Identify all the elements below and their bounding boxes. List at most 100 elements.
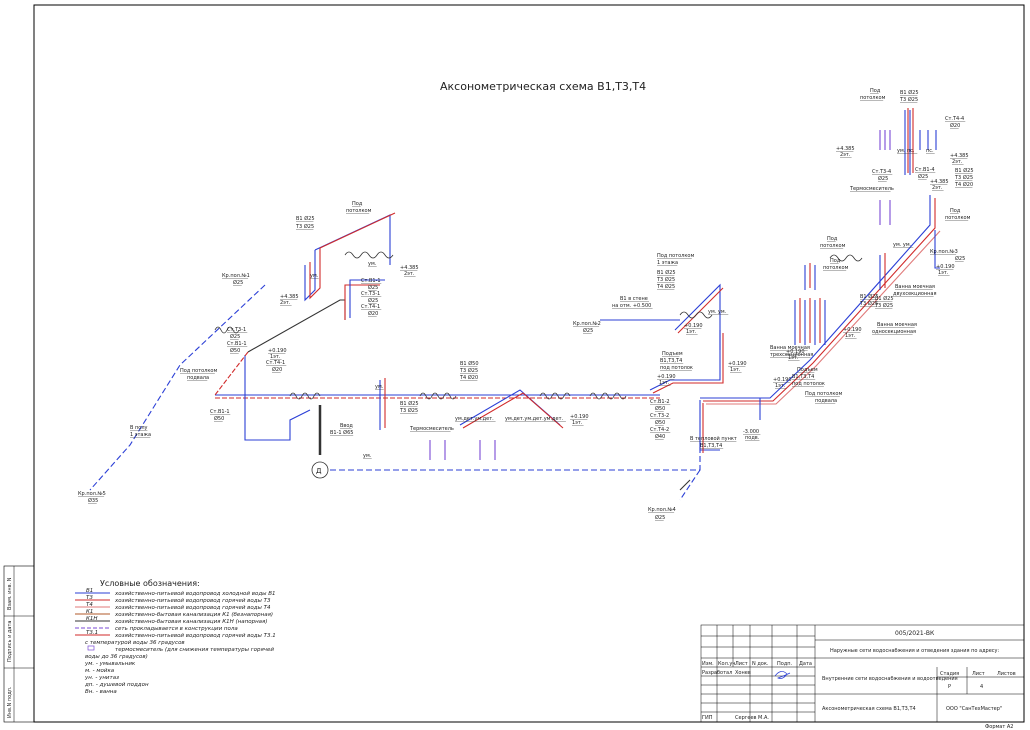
label-b1d: В1 Ø25 (657, 269, 676, 276)
label-um8: ум. пс. (897, 148, 915, 154)
legend-text-4: хозяйственно-бытовая канализация К1Н (на… (114, 619, 268, 625)
label-st3: Ст.Т4-1 (361, 304, 380, 310)
side-field-1: Взам. инв. N (7, 577, 13, 610)
legend-code-6: Т3.1 (86, 630, 98, 636)
legend-code-4: К1Н (86, 616, 98, 622)
label-lv6b: 1эт. (659, 380, 670, 386)
label-tpb: В1,Т3,Т4 (700, 443, 722, 449)
label-lv13b: 2эт. (840, 152, 851, 158)
label-pp1: Под (352, 201, 363, 207)
svg-text:Лист: Лист (735, 661, 748, 667)
label-vv: Ввод (340, 423, 353, 429)
label-um9: пс. (926, 148, 934, 154)
label-t3h: Т3 Ø25 (874, 302, 893, 309)
label-st8d: Ø50 (655, 405, 665, 412)
compensator-coils (289, 392, 627, 400)
label-t3d: Т3 Ø25 (656, 276, 675, 283)
label-lv3: +0.190 (268, 348, 287, 354)
label-pp5b: потолком (820, 243, 846, 249)
label-lv12b: 1эт. (938, 270, 949, 276)
label-st12d: Ø25 (878, 175, 888, 182)
label-lv7b: подв. (745, 435, 760, 441)
label-st13: Ст.В1-4 (915, 167, 935, 173)
label-pd2b: В1,Т3,Т4 (792, 374, 814, 380)
label-st10d: Ø40 (655, 433, 665, 440)
label-b1b: В1 Ø25 (400, 400, 419, 407)
label-lv13: +4.385 (836, 146, 855, 152)
side-stamp: Взам. инв. N Подпись и дата Инв.N подл. (3, 565, 35, 723)
legend-text-9: воды до 36 градусов) (85, 654, 148, 660)
label-lv5: +0.190 (684, 323, 703, 329)
stamp-gip-role: ГИП (702, 715, 713, 721)
label-pp2: Под потолком (180, 368, 217, 374)
label-st4d: Ø25 (230, 333, 240, 340)
label-pp6: Под (830, 258, 841, 264)
label-st4: Ст.Т3-1 (227, 327, 246, 333)
meter-node (311, 461, 329, 479)
sheet-frame (33, 4, 1025, 723)
label-lv14b: 2эт. (952, 159, 963, 165)
label-st11d: Ø20 (950, 122, 960, 129)
label-pp5: Под (827, 236, 838, 242)
label-st13d: Ø25 (918, 173, 928, 180)
stamp-org: ООО "СанТехМастер" (946, 706, 1002, 712)
label-b1a: В1 Ø25 (296, 215, 315, 222)
label-pp3b: 1 этажа (657, 260, 678, 266)
legend: Условные обозначения: В1 хозяйственно-пит… (75, 579, 276, 695)
label-t3c: Т3 Ø25 (459, 367, 478, 374)
label-kr3d: Ø25 (955, 255, 965, 262)
side-field-3: Инв.N подл. (7, 686, 13, 718)
floor-pipe-kr1 (89, 284, 266, 491)
label-st9: Ст.Т3-2 (650, 413, 669, 419)
label-vp: В полу (130, 425, 148, 431)
label-pp8b: потолком (945, 215, 971, 221)
label-t4c: Т4 Ø20 (459, 374, 478, 381)
label-kr1d: Ø25 (233, 279, 243, 286)
label-st5d: Ø50 (230, 347, 240, 354)
label-pd2c: под потолок (792, 381, 825, 387)
label-st7d: Ø50 (214, 415, 224, 422)
svg-text:Лист: Лист (972, 671, 985, 677)
drawing-title: Аксонометрическая схема В1,Т3,Т4 (440, 80, 646, 93)
label-pp1b: потолком (346, 208, 372, 214)
svg-text:Листов: Листов (997, 671, 1016, 677)
stamp-developer-role: Разработал (702, 670, 732, 676)
label-kr4d: Ø25 (655, 514, 665, 521)
label-lv11b: 1эт. (788, 355, 799, 361)
label-vm1: Ванна моечная (770, 345, 810, 351)
label-vpb: 1 этажа (130, 432, 151, 438)
legend-box-8 (87, 645, 95, 651)
legend-code-3: К1 (86, 609, 93, 615)
label-t3g: Т3 Ø25 (954, 174, 973, 181)
label-pp3: Под потолком (657, 253, 694, 259)
legend-text-6: хозяйственно-питьевой водопровод горячей… (114, 633, 276, 639)
legend-text-14: Вн. - ванна (85, 689, 117, 695)
label-lv2b: 2эт. (280, 300, 291, 306)
label-t3e: Т3 Ø25 (859, 300, 878, 307)
stamp-code: 005/2021-ВК (895, 630, 935, 637)
label-lv10b: 1эт. (845, 333, 856, 339)
legend-code-0: В1 (86, 588, 93, 594)
label-lv12: +0.190 (936, 264, 955, 270)
svg-text:4: 4 (980, 684, 983, 690)
label-b1g: В1 Ø25 (955, 167, 974, 174)
label-pd1: Подъем (662, 351, 683, 357)
label-pp6b: потолком (823, 265, 849, 271)
legend-text-7: с температурой воды 36 градусов (85, 640, 185, 646)
label-lv6: +0.190 (657, 374, 676, 380)
label-st11: Ст.Т4-4 (945, 116, 964, 122)
label-ts1: Термосмеситель (409, 426, 454, 432)
legend-title: Условные обозначения: (100, 579, 200, 588)
label-um: ум.дет.ум.дет. (455, 416, 494, 422)
label-t3a: Т3 Ø25 (295, 223, 314, 230)
label-um2: ум.дет.ум.дет.ум.дет. (505, 416, 563, 422)
label-st8: Ст.В1-2 (650, 399, 670, 405)
label-um5: ум. (375, 384, 384, 390)
label-st10: Ст.Т4-2 (650, 427, 669, 433)
label-pd2: Подъем (797, 367, 818, 373)
legend-text-1: хозяйственно-питьевой водопровод горячей… (114, 598, 271, 604)
legend-text-3: хозяйственно-бытовая канализация К1 (без… (114, 612, 273, 618)
label-pd1b: В1,Т3,Т4 (660, 358, 682, 364)
legend-code-2: Т4 (86, 602, 93, 608)
